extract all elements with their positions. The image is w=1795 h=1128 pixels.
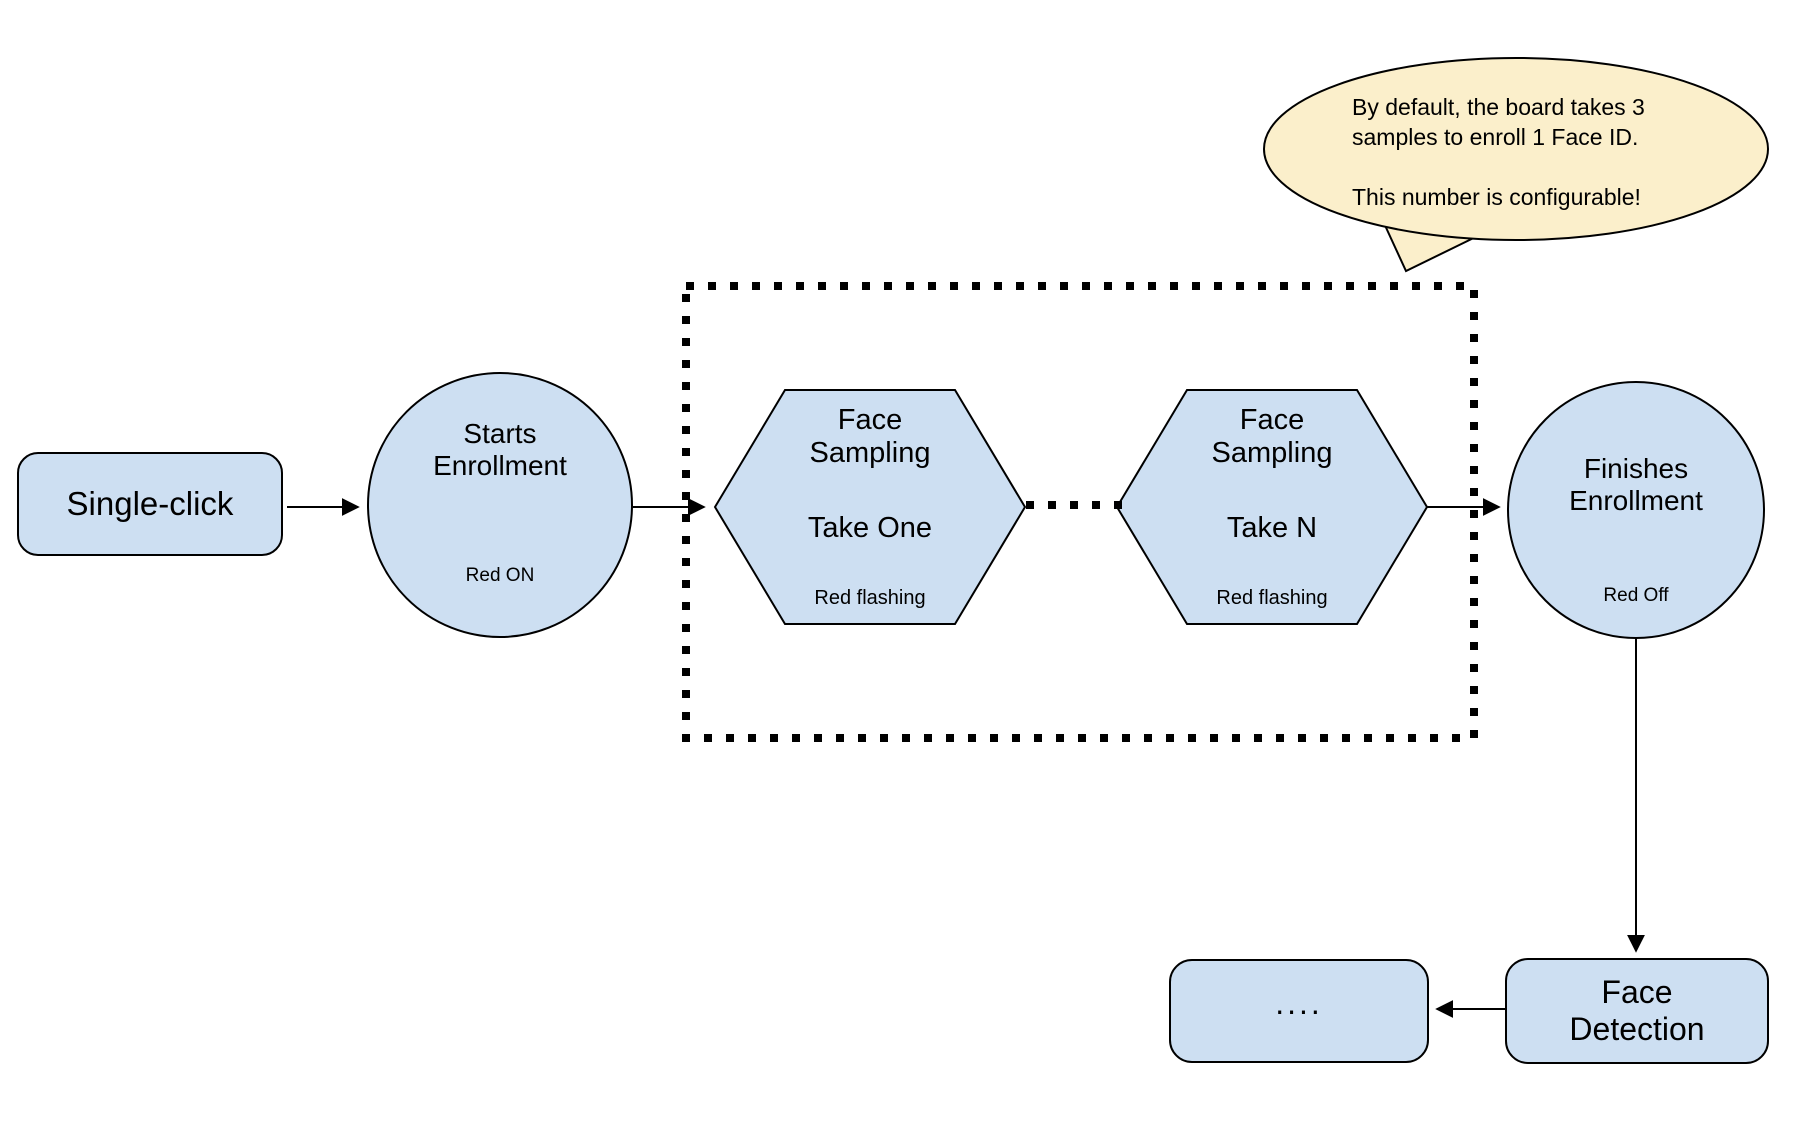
callout-bubble	[1263, 57, 1769, 241]
face-sampling-n-status: Red flashing	[1216, 587, 1328, 609]
finishes-enrollment-title: Finishes Enrollment	[1569, 453, 1703, 516]
face-sampling-one-title: Face Sampling	[809, 404, 931, 469]
starts-enrollment-title: Starts Enrollment	[433, 418, 567, 481]
callout-text: By default, the board takes 3 samples to…	[1352, 94, 1645, 210]
face-sampling-one-hexagon	[713, 389, 1027, 625]
continuation-label: ....	[1275, 984, 1323, 1021]
single-click-label: Single-click	[66, 485, 234, 523]
face-sampling-n-subtitle: Take N	[1226, 511, 1318, 544]
face-sampling-one-status: Red flashing	[814, 587, 926, 609]
single-click-shape	[17, 452, 283, 556]
face-detection-label: Face Detection	[1569, 974, 1705, 1047]
starts-enrollment-circle	[367, 372, 633, 638]
face-sampling-one-subtitle: Take One	[807, 511, 933, 544]
face-sampling-n-title: Face Sampling	[1211, 404, 1333, 469]
face-detection-shape	[1505, 958, 1769, 1064]
sampling-group-dotted-border	[682, 282, 1478, 742]
finishes-enrollment-status: Red Off	[1603, 584, 1669, 606]
continuation-shape	[1169, 959, 1429, 1063]
starts-enrollment-status: Red ON	[465, 564, 535, 586]
